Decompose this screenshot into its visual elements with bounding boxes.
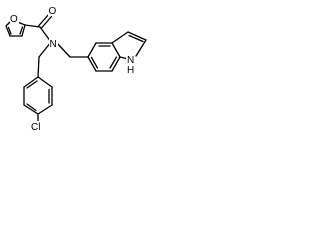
pyrrole-bond-c3-c2 <box>127 31 147 41</box>
indole-nitrogen-label: N <box>127 55 134 66</box>
indole-inner-bond-c <box>90 56 99 69</box>
furan-double-bond-c2-c3 <box>19 26 24 35</box>
pyrrole-double-bond <box>128 34 144 43</box>
carbonyl-oxygen-label: O <box>49 6 57 17</box>
indole-bond-c3a-c7a <box>111 56 121 72</box>
indole-inner-bond-b <box>109 56 118 69</box>
benzene-bond-1-2 <box>37 76 53 88</box>
indole-bond-c6-c5 <box>87 42 97 58</box>
pyrrole-bond-c2-n1 <box>135 39 147 57</box>
furan-bond-c4-c5 <box>5 25 11 37</box>
furan-double-bond-c4-c5 <box>7 26 12 35</box>
chlorine-label: Cl <box>31 122 40 133</box>
furan-bond-c2-c3 <box>21 24 26 37</box>
indolylmethyl-linker <box>55 41 89 58</box>
benzene-inner-bond-b <box>26 103 37 112</box>
chemical-structure-diagram: O O N N H Cl <box>5 5 147 133</box>
benzene-bond-6-1 <box>23 76 39 88</box>
bond-ch2-benzene <box>37 56 40 78</box>
indole-benzene-ring <box>87 42 121 72</box>
indole-pyrrole-ring <box>111 31 147 60</box>
bond-nitrogen-ch2-right <box>55 41 71 58</box>
chlorobenzene-ring <box>23 76 53 123</box>
furan-oxygen-label: O <box>10 14 18 25</box>
pyrrole-bond-c4-c3 <box>111 31 129 44</box>
carbonyl-group <box>24 13 53 43</box>
indole-hydrogen-label: H <box>127 65 134 76</box>
indole-bond-c7-c6 <box>87 56 97 72</box>
bond-furan-carbonyl <box>24 24 41 28</box>
furan-ring <box>5 20 26 37</box>
benzene-bond-3-4 <box>37 104 53 115</box>
benzene-inner-bond-c <box>26 80 38 89</box>
carbonyl-double-bond-a <box>37 13 50 27</box>
amide-nitrogen-label: N <box>50 39 57 50</box>
indole-bond-c4-c3a <box>111 42 121 58</box>
benzene-bond-4-5 <box>23 104 39 115</box>
carbonyl-double-bond-b <box>40 15 53 29</box>
